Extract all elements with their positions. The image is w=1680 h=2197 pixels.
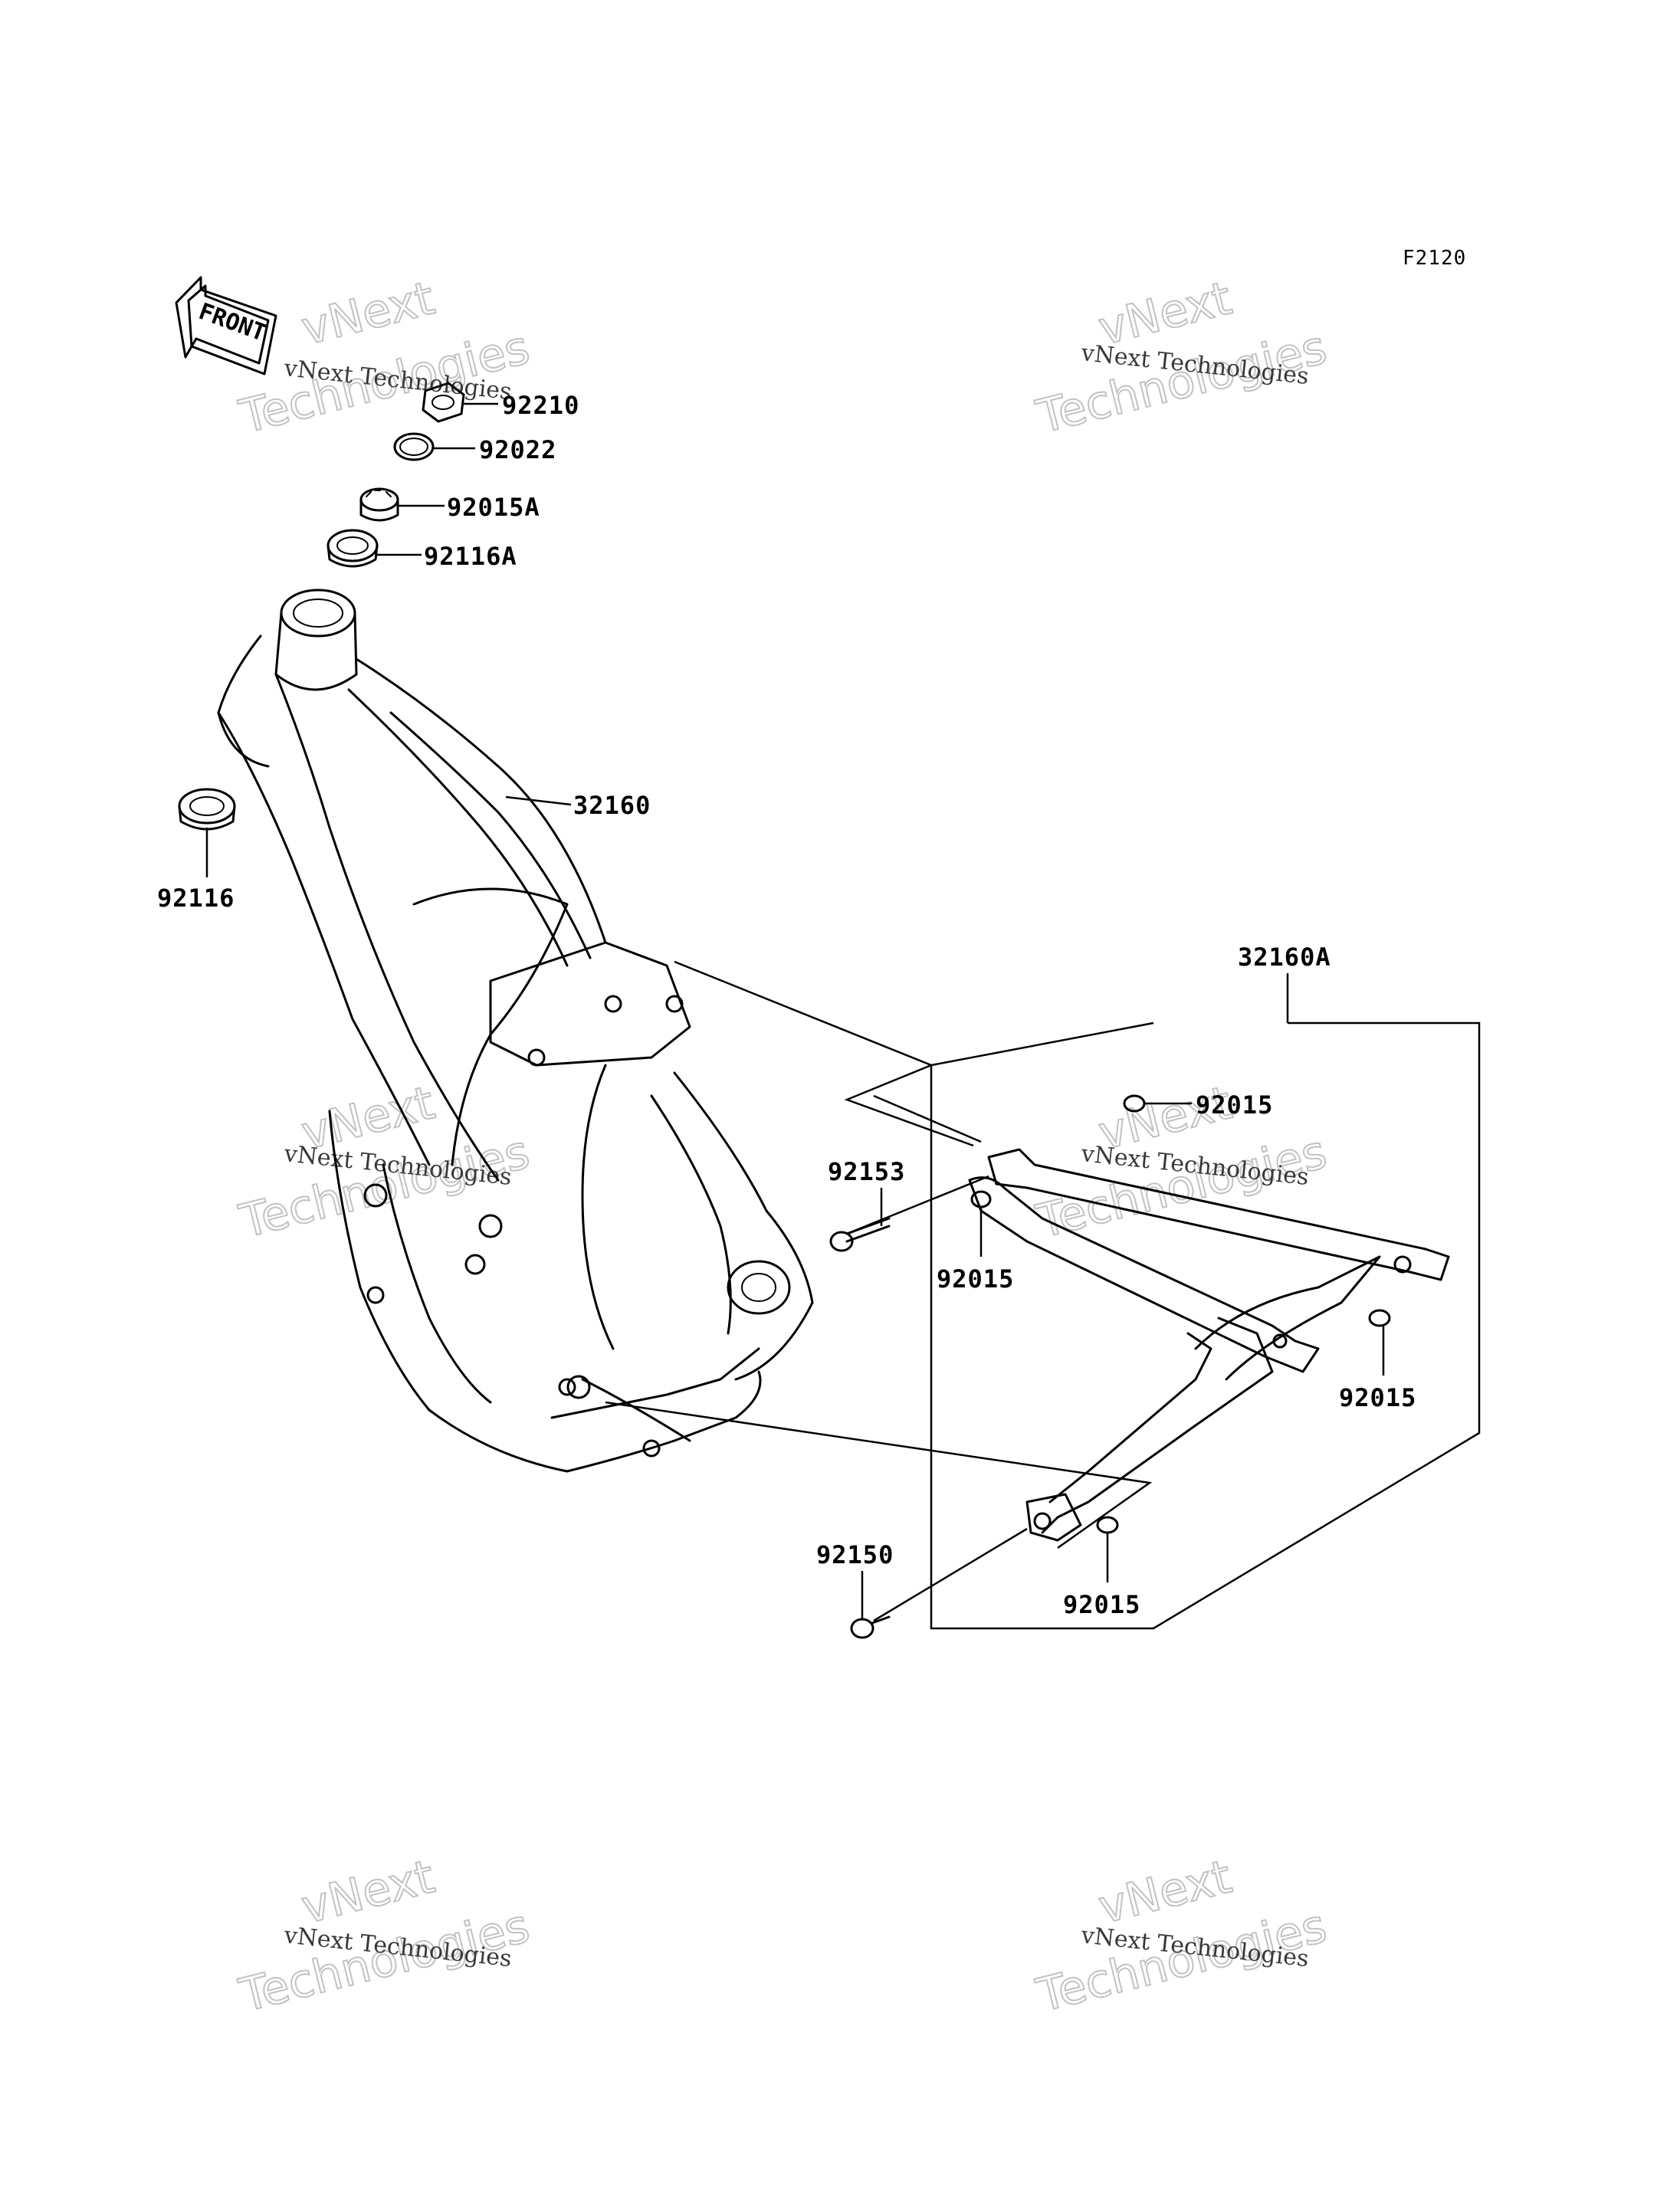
washer-92022-icon — [393, 432, 435, 461]
bolt-92150-icon — [850, 1615, 891, 1639]
projection-lines — [605, 960, 1481, 1630]
figure-code: F2120 — [1403, 247, 1466, 270]
part-label: 92015 — [1196, 1090, 1273, 1120]
part-label: 92015 — [1063, 1590, 1140, 1619]
bearing-92116-icon — [178, 788, 236, 831]
part-labels: 92210 92022 92015A 92116A 32160 92116 32… — [157, 391, 1416, 1619]
front-arrow-icon: FRONT — [175, 276, 277, 375]
part-label: 92015A — [447, 493, 540, 522]
part-label: 92015 — [1339, 1383, 1416, 1412]
nut-92015A-icon — [359, 487, 399, 522]
hardware-92210-icon — [422, 382, 465, 423]
part-label: 92015 — [937, 1264, 1014, 1294]
bolt-92153-icon — [829, 1217, 891, 1252]
part-label: 92116A — [424, 542, 517, 571]
bearing-92116A-icon — [326, 529, 379, 568]
part-label: 92153 — [828, 1157, 905, 1186]
svg-text:vNext: vNext — [297, 1850, 440, 1934]
watermark: vNext Technologies vNext Technologies vN… — [234, 271, 1333, 2024]
part-label: 92116 — [157, 884, 235, 913]
nut-92015-icon-d — [1096, 1516, 1119, 1534]
main-frame-32160-icon — [217, 589, 814, 1473]
part-label: 92210 — [502, 391, 579, 420]
leader-lines — [205, 402, 1385, 1619]
svg-text:vNext: vNext — [1094, 1850, 1237, 1934]
svg-text:vNext: vNext — [297, 271, 440, 356]
part-label: 32160A — [1238, 943, 1331, 972]
part-label: 92022 — [479, 435, 556, 464]
nut-92015-icon-b — [970, 1190, 992, 1208]
sub-frame-32160A-icon — [968, 1148, 1450, 1542]
nut-92015-icon-c — [1368, 1309, 1391, 1327]
part-label: 32160 — [573, 791, 651, 820]
part-label: 92150 — [816, 1540, 894, 1569]
